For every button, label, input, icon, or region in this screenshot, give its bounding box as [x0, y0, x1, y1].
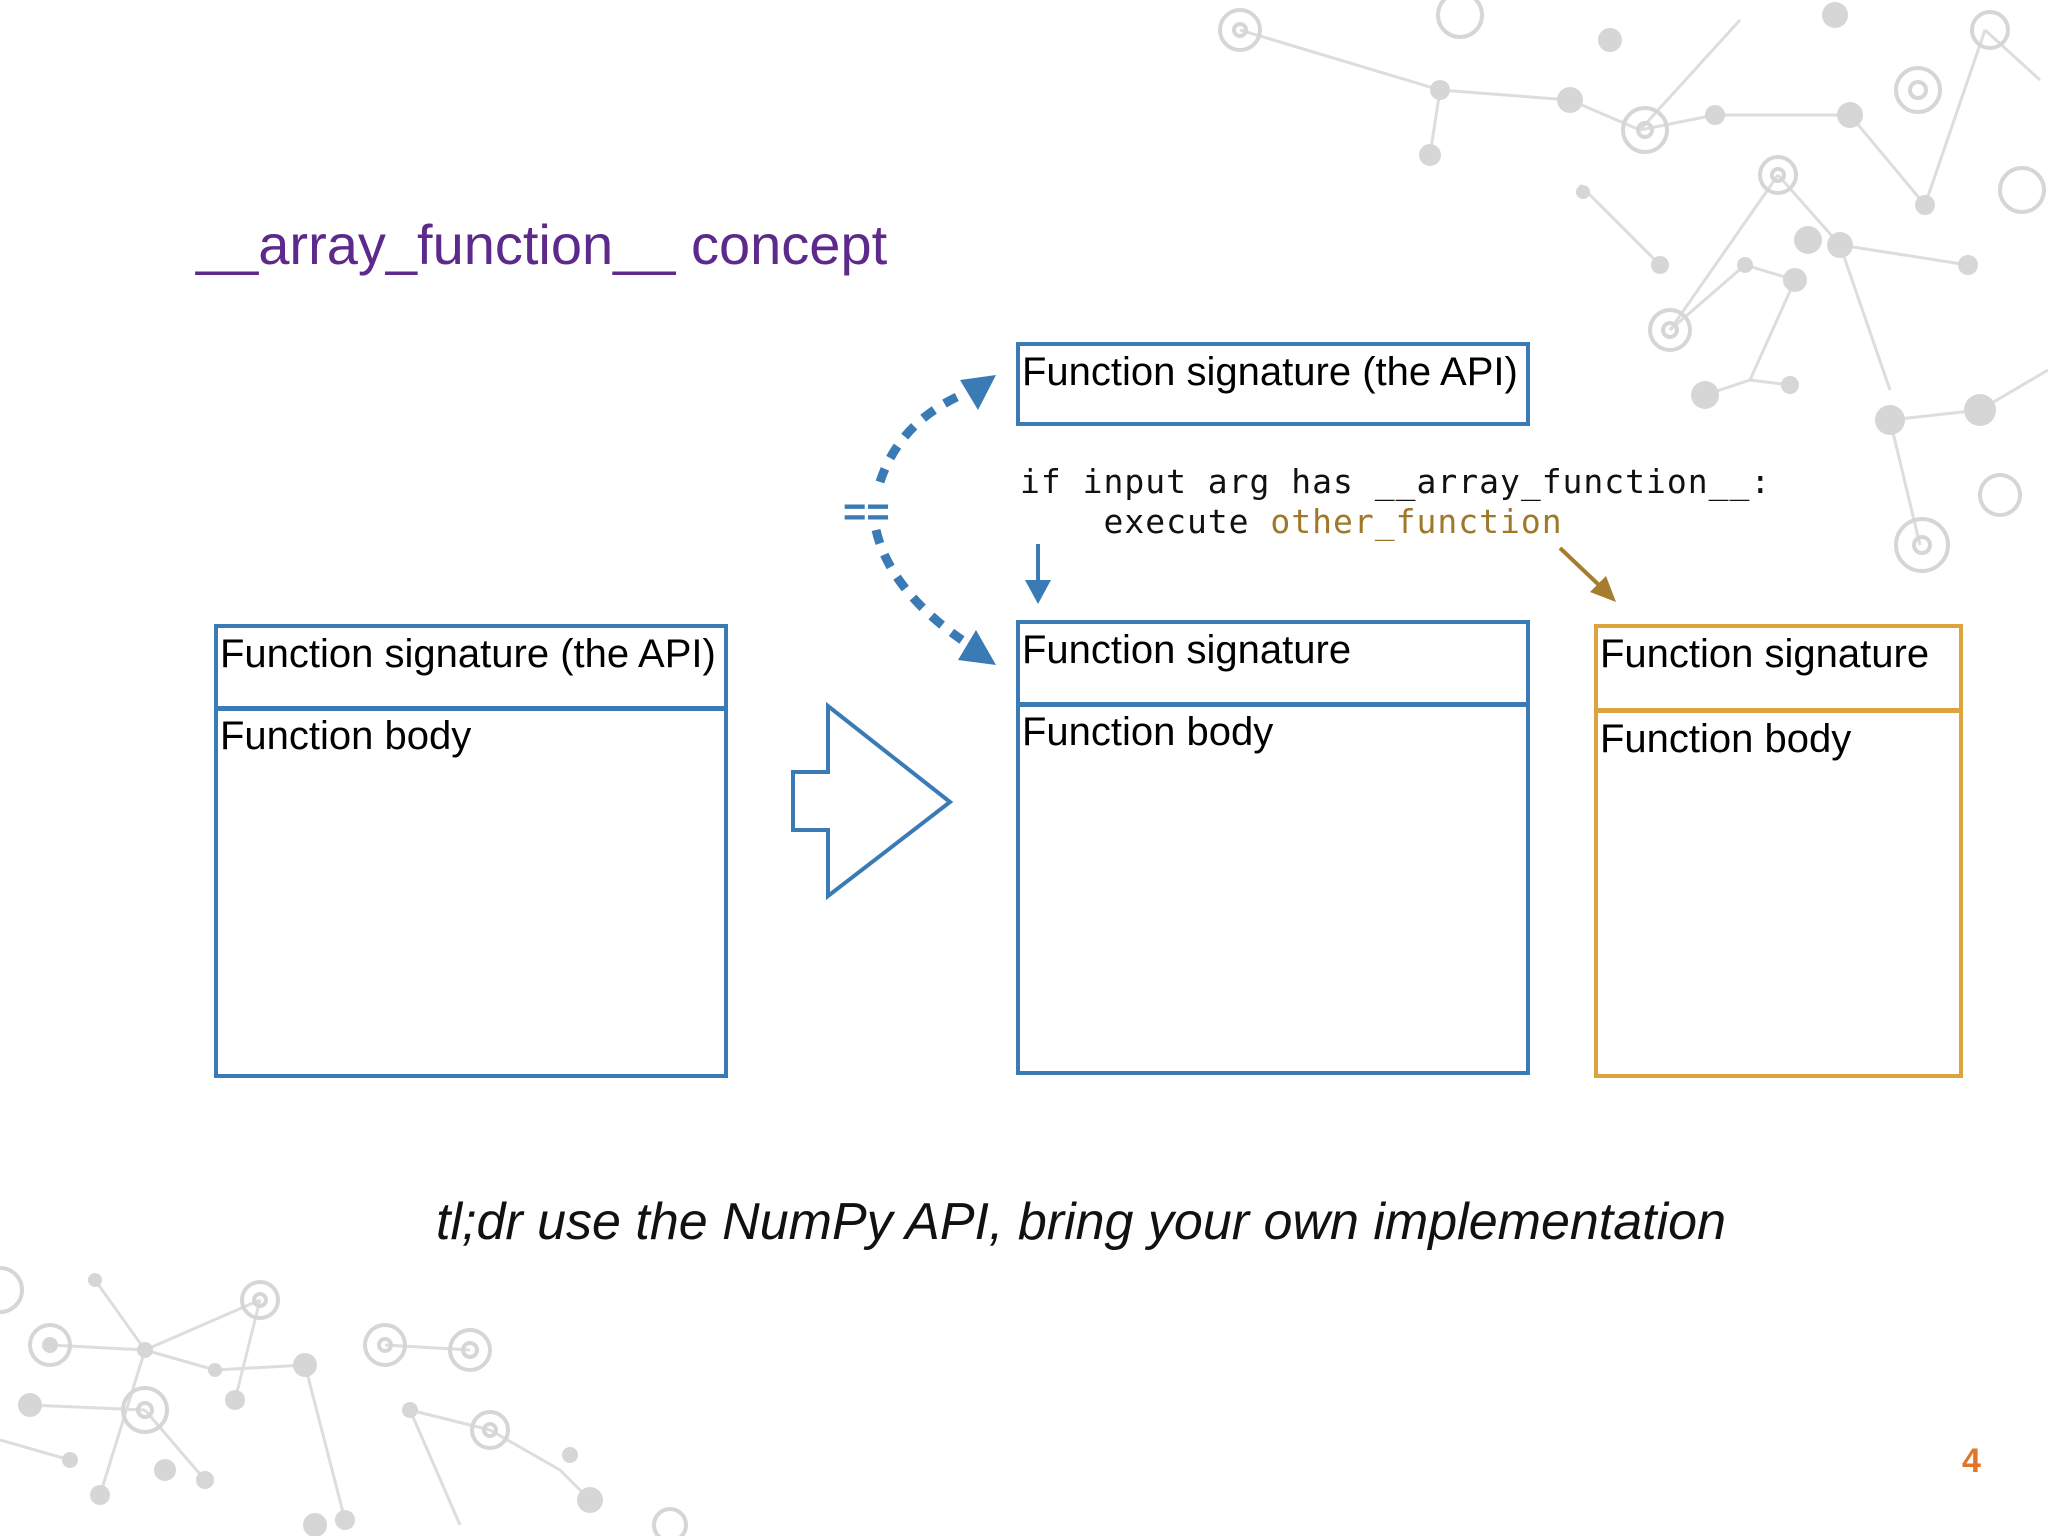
slide-title: __array_function__ concept: [196, 213, 888, 276]
dispatch-code-line-1: if input arg has __array_function__:: [1020, 462, 1772, 501]
equivalence-arrow-down: [871, 528, 965, 644]
numpy-body-label: Function body: [1022, 710, 1274, 754]
dispatch-arrowhead-down: [1025, 580, 1051, 604]
original-box-divider: [218, 706, 724, 711]
other-function-arrow: [1558, 546, 1602, 588]
equals-label: ==: [843, 490, 890, 534]
dispatch-code-prefix: execute: [1020, 502, 1271, 541]
transform-arrow-icon: [791, 701, 954, 901]
other-signature-label: Function signature: [1600, 632, 1930, 676]
page-number: 4: [1962, 1442, 1981, 1480]
equivalence-arrowhead-down: [958, 630, 996, 665]
other-function-arrowhead: [1590, 576, 1616, 602]
tldr-tagline: tl;dr use the NumPy API, bring your own …: [436, 1193, 1726, 1251]
original-body-label: Function body: [220, 714, 472, 758]
other-body-label: Function body: [1600, 717, 1852, 761]
equivalence-arrow-up: [875, 387, 970, 484]
original-function-box: Function signature (the API) Function bo…: [214, 624, 728, 1078]
numpy-signature-label: Function signature: [1022, 628, 1352, 672]
dispatch-code-line-2: execute other_function: [1020, 502, 1563, 541]
original-signature-label: Function signature (the API): [220, 632, 716, 676]
numpy-box-divider: [1020, 702, 1526, 707]
other-function-keyword: other_function: [1270, 502, 1563, 541]
other-implementation-box: Function signature Function body: [1594, 624, 1963, 1078]
equivalence-arrowhead-up: [960, 375, 996, 410]
other-box-divider: [1598, 708, 1959, 713]
api-signature-box: Function signature (the API): [1016, 342, 1530, 426]
api-signature-label: Function signature (the API): [1022, 350, 1518, 394]
numpy-implementation-box: Function signature Function body: [1016, 620, 1530, 1075]
